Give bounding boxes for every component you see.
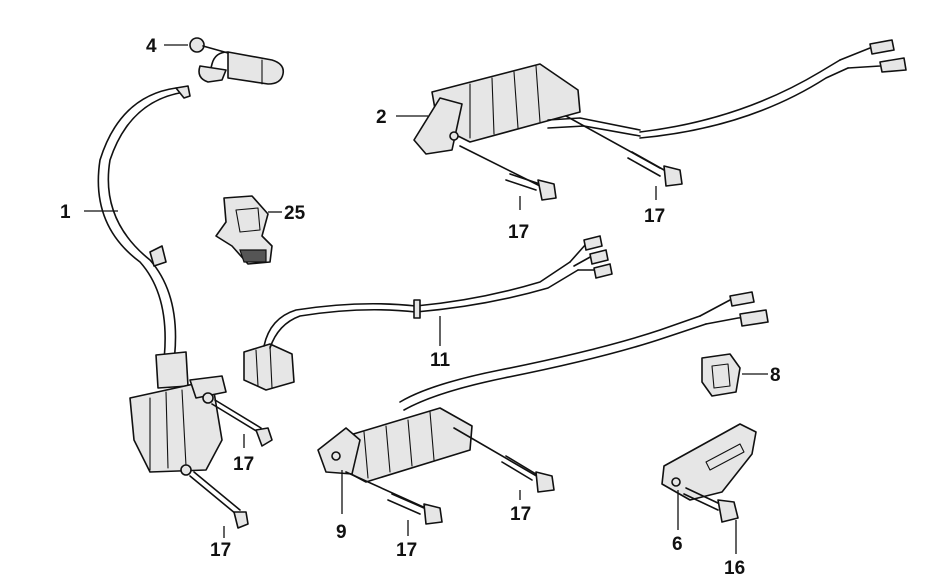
lower-coil-bolt-left bbox=[345, 471, 443, 525]
callout-17-coil-lower: 17 bbox=[210, 540, 231, 561]
leader-lines bbox=[84, 44, 768, 554]
callout-25: 25 bbox=[284, 203, 306, 224]
callout-1: 1 bbox=[60, 202, 71, 223]
callout-8: 8 bbox=[770, 365, 781, 386]
charge-coil-upper bbox=[413, 39, 907, 155]
charge-coil-lower bbox=[317, 291, 769, 483]
spark-plug-cap bbox=[189, 37, 285, 85]
coil-bolt-lower bbox=[189, 471, 249, 529]
callout-17-upper-right: 17 bbox=[644, 206, 665, 227]
callout-labels: 1 2 4 25 17 17 11 8 17 17 9 17 6 16 17 bbox=[60, 36, 781, 577]
ignition-coil bbox=[97, 85, 227, 476]
stay-plate bbox=[661, 423, 757, 501]
callout-6: 6 bbox=[672, 534, 683, 555]
callout-17-upper-left: 17 bbox=[508, 222, 529, 243]
callout-17-coil-upper: 17 bbox=[233, 454, 254, 475]
coil-bolt-upper bbox=[211, 399, 273, 447]
callout-2: 2 bbox=[376, 107, 387, 128]
lower-coil-bolt-right bbox=[453, 427, 555, 493]
wire-clip bbox=[215, 195, 273, 265]
callout-17-lower-right: 17 bbox=[510, 504, 531, 525]
callout-9: 9 bbox=[336, 522, 347, 543]
callout-17-lower-left: 17 bbox=[396, 540, 417, 561]
wire-harness bbox=[243, 235, 613, 391]
upper-coil-bolt-right bbox=[565, 115, 683, 187]
callout-4: 4 bbox=[146, 36, 157, 57]
callout-11: 11 bbox=[430, 350, 451, 371]
callout-16: 16 bbox=[724, 558, 745, 577]
grommet bbox=[701, 353, 741, 397]
upper-coil-bolt-left bbox=[459, 145, 557, 201]
stay-bolt bbox=[683, 487, 739, 523]
